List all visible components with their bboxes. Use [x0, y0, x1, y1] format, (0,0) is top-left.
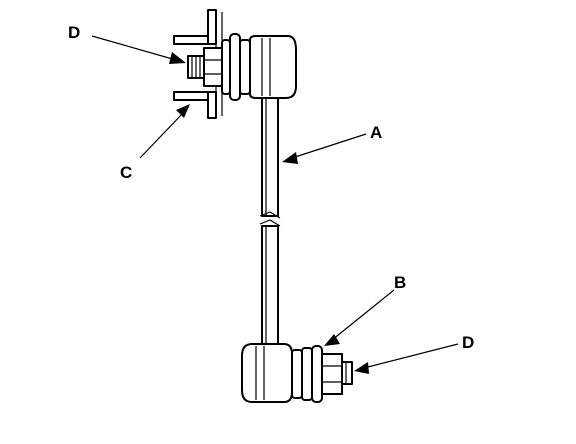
lower-ball-joint-housing [241, 343, 293, 403]
leader-d-top [91, 35, 177, 61]
arrowhead-d-top [169, 52, 186, 64]
lower-nut [321, 353, 343, 395]
bracket-upper-flange [207, 9, 217, 45]
callout-c: C [120, 163, 132, 182]
lower-bushing-outer [311, 345, 323, 403]
callout-labels: D C A B D [68, 23, 474, 352]
mounting-bracket [173, 9, 223, 119]
leader-c [139, 111, 185, 159]
arrowhead-a [282, 152, 298, 164]
bracket-lower-flange [207, 91, 217, 119]
upper-bushing [229, 33, 241, 101]
link-rod [259, 97, 281, 347]
callout-b: B [394, 273, 406, 292]
arrowhead-d-bottom [354, 362, 369, 374]
bracket-lower-arm [173, 91, 213, 101]
arrowhead-c [176, 104, 190, 118]
lower-joint [241, 343, 353, 403]
link-rod-lower [261, 225, 279, 347]
callout-a: A [370, 123, 382, 142]
arrowhead-b [324, 334, 340, 346]
leader-b [331, 289, 395, 341]
callout-d-bottom: D [462, 333, 474, 352]
rod-break-lower [259, 219, 281, 227]
lower-bushing [301, 347, 313, 401]
upper-washer-inner [239, 39, 251, 95]
upper-joint [187, 33, 297, 101]
leader-a [291, 133, 367, 159]
bracket-upper-arm [173, 35, 213, 45]
lower-washer [291, 349, 303, 399]
callout-d-top: D [68, 23, 80, 42]
leader-lines [91, 35, 459, 374]
upper-nut [203, 47, 223, 87]
leader-d-bottom [363, 343, 459, 369]
rod-break-upper [259, 211, 281, 219]
link-rod-upper [261, 97, 279, 217]
upper-ball-joint-housing [249, 35, 297, 99]
lower-stud [341, 361, 353, 385]
upper-washer [221, 39, 231, 95]
